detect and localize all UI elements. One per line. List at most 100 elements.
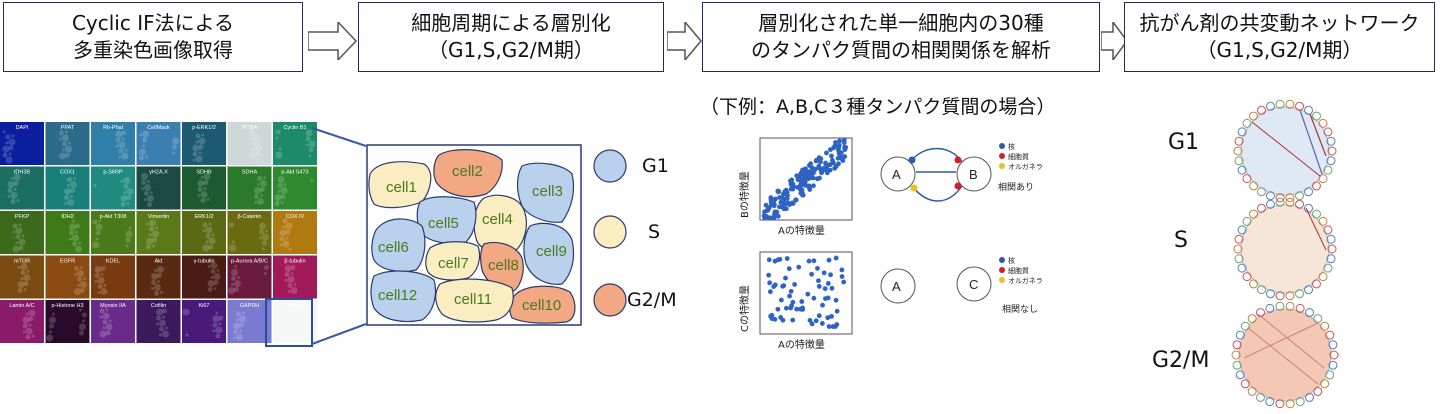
network-node-loop	[1329, 350, 1339, 360]
scatter-point	[782, 189, 788, 194]
stain-texture	[94, 280, 98, 283]
stain-texture	[207, 287, 213, 292]
stain-tile	[227, 255, 272, 299]
scatter-point	[824, 170, 830, 176]
stain-texture	[260, 180, 267, 187]
scatter-point	[833, 140, 838, 145]
cell-label-6: cell6	[378, 239, 409, 256]
node-a	[880, 268, 916, 304]
scatter-point	[806, 169, 812, 175]
stain-texture	[68, 141, 71, 145]
network-node-loop	[1318, 216, 1328, 226]
cell-label-2: cell2	[452, 163, 483, 180]
stain-texture	[236, 311, 241, 317]
network-node-loop	[1257, 187, 1266, 197]
stain-texture	[305, 136, 311, 142]
stain-texture	[125, 244, 129, 248]
stain-texture	[239, 322, 244, 328]
stain-tile	[0, 211, 44, 254]
stain-texture	[28, 316, 34, 322]
stain-tile	[273, 166, 317, 210]
stain-texture	[212, 329, 216, 333]
stain-tile-label: p-S6RP	[103, 170, 123, 176]
step-3-line-1: 層別化された単一細胞内の30種	[758, 11, 1044, 35]
stain-texture	[201, 133, 205, 137]
stain-tile	[182, 255, 226, 299]
stain-texture	[182, 308, 190, 316]
covariation-network-g2m	[1231, 301, 1339, 409]
stain-texture	[52, 312, 55, 316]
stain-texture	[8, 138, 16, 146]
stain-texture	[16, 199, 20, 202]
node-b	[956, 156, 992, 192]
stain-texture	[73, 177, 76, 180]
scatter-point	[789, 185, 795, 191]
stain-tile-label: Vimentin	[148, 214, 169, 220]
stain-texture	[77, 277, 82, 282]
stain-texture	[141, 187, 144, 190]
stain-texture	[94, 273, 100, 278]
scatter-point	[787, 293, 792, 299]
scatter-point	[799, 299, 805, 304]
stain-texture	[292, 311, 300, 319]
stain-texture	[215, 326, 223, 334]
network-node-loop	[1235, 370, 1245, 380]
stain-texture	[172, 144, 177, 150]
network-node-loop	[1295, 191, 1305, 201]
network-node-loop	[1275, 99, 1285, 109]
stain-texture	[298, 318, 302, 322]
step-box-covariation-network: 抗がん剤の共変動ネットワーク （G1,S,G2/M期）	[1124, 2, 1435, 72]
stain-tile	[45, 122, 90, 165]
stain-texture	[205, 240, 209, 244]
stain-texture	[128, 226, 132, 230]
stain-texture	[255, 144, 262, 152]
stain-tile-label: Ki67	[198, 303, 209, 309]
stain-texture	[7, 195, 11, 198]
stain-texture	[228, 287, 235, 294]
scatter-correlated-xlabel: Aの特徴量	[778, 226, 825, 237]
stain-texture	[21, 234, 25, 238]
stain-texture	[192, 151, 198, 157]
stain-texture	[67, 184, 70, 187]
stain-texture	[144, 191, 149, 196]
scatter-point	[813, 158, 819, 164]
scatter-point	[788, 288, 794, 294]
stain-texture	[149, 226, 154, 232]
stain-texture	[308, 154, 312, 158]
stain-tile-label: mTOR	[14, 259, 30, 265]
stain-texture	[152, 244, 155, 248]
stain-texture	[289, 307, 295, 313]
stain-texture	[99, 330, 107, 338]
stain-tile	[45, 211, 90, 254]
scatter-point	[795, 177, 801, 183]
legend-dot-cytoplasm	[999, 153, 1005, 159]
stain-texture	[275, 136, 279, 140]
scatter-point	[828, 272, 833, 278]
stain-texture	[146, 244, 151, 250]
scatter-point	[811, 258, 817, 264]
scatter-point	[830, 157, 835, 163]
scatter-point	[829, 153, 834, 159]
stain-texture	[259, 222, 266, 230]
scatter-point	[771, 215, 777, 221]
stain-texture	[67, 177, 72, 182]
stain-texture	[2, 152, 8, 158]
stain-texture	[79, 323, 86, 331]
scatter-point	[769, 202, 774, 207]
scatter-point	[825, 281, 831, 286]
stain-texture	[23, 288, 27, 291]
network-node-loop	[1285, 399, 1295, 409]
stain-texture	[213, 273, 221, 280]
network-node-loop	[1326, 156, 1336, 166]
scatter-point	[841, 279, 847, 285]
marker-organelle	[910, 184, 918, 192]
stain-texture	[97, 277, 105, 284]
legend-label-g2m: G2/M	[627, 289, 677, 311]
network-node-loop	[1231, 350, 1241, 360]
stain-tile-label: KDEL	[106, 259, 120, 265]
stain-tile	[91, 166, 135, 210]
stain-texture	[152, 230, 159, 238]
stain-texture	[282, 225, 286, 229]
network-example-uncorrelated: A C 核 細胞質 オルガネラ 相関なし	[880, 256, 1043, 315]
cell-label-12: cell12	[378, 287, 417, 304]
